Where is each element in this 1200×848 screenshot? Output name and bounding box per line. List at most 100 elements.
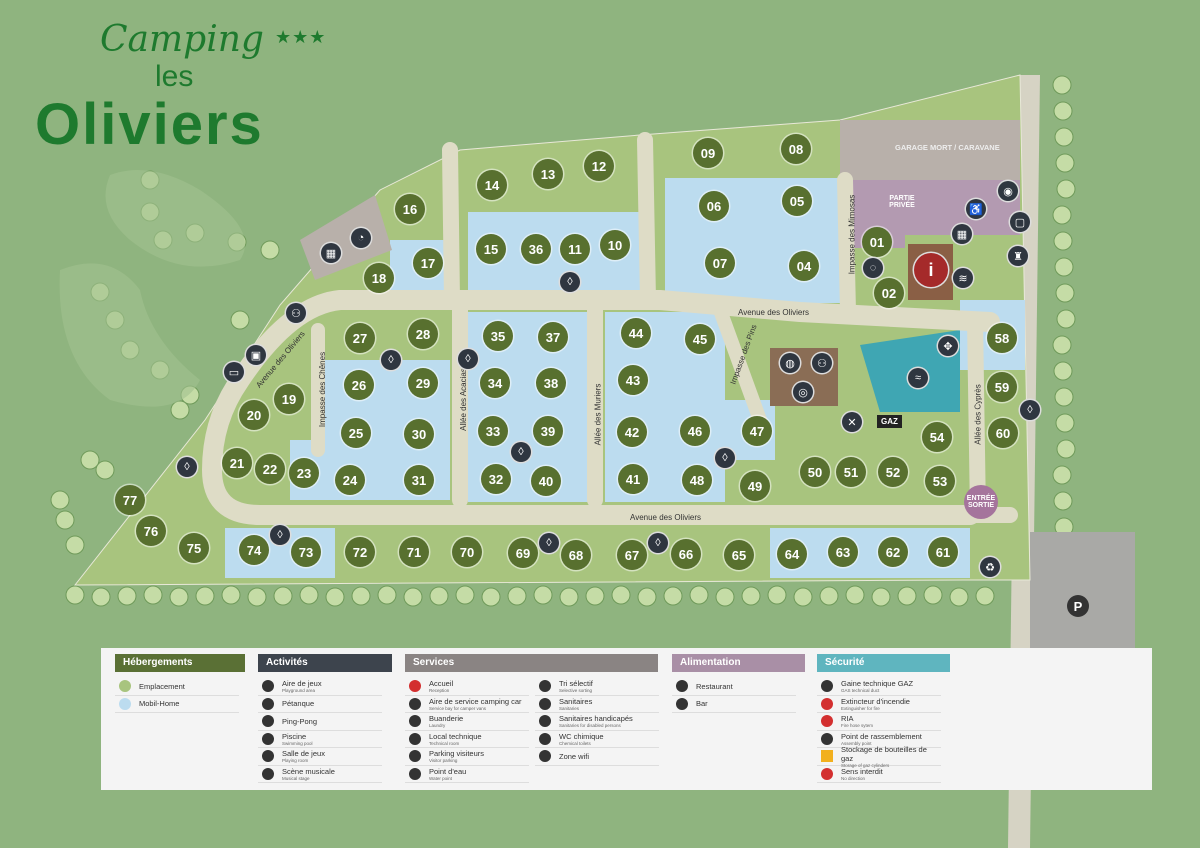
pitch-63[interactable]: 63: [828, 537, 858, 567]
pitch-52[interactable]: 52: [878, 457, 908, 487]
pitch-29[interactable]: 29: [408, 368, 438, 398]
pitch-12[interactable]: 12: [584, 151, 614, 181]
pitch-65[interactable]: 65: [724, 540, 754, 570]
pitch-17[interactable]: 17: [413, 248, 443, 278]
pitch-23[interactable]: 23: [289, 458, 319, 488]
pitch-75[interactable]: 75: [179, 533, 209, 563]
pitch-10[interactable]: 10: [600, 230, 630, 260]
tree: [221, 585, 241, 605]
pitch-61[interactable]: 61: [928, 537, 958, 567]
pitch-01[interactable]: 01: [862, 227, 892, 257]
pitch-35[interactable]: 35: [483, 321, 513, 351]
pitch-22[interactable]: 22: [255, 454, 285, 484]
pitch-11[interactable]: 11: [560, 234, 590, 264]
pitch-41[interactable]: 41: [618, 464, 648, 494]
tree: [377, 585, 397, 605]
pitch-67[interactable]: 67: [617, 540, 647, 570]
pitch-44[interactable]: 44: [621, 318, 651, 348]
legend-item-text: Ping-Pong: [282, 717, 317, 726]
pitch-30[interactable]: 30: [404, 419, 434, 449]
pitch-34[interactable]: 34: [480, 368, 510, 398]
pitch-14[interactable]: 14: [477, 170, 507, 200]
pitch-02[interactable]: 02: [874, 278, 904, 308]
water-drop-icon: ◊: [511, 442, 531, 462]
pitch-15[interactable]: 15: [476, 234, 506, 264]
legend-item-label: Piscine: [282, 731, 307, 741]
pitch-16[interactable]: 16: [395, 194, 425, 224]
legend-item-sublabel: Service bay for camper vans: [429, 705, 487, 711]
pitch-64[interactable]: 64: [777, 539, 807, 569]
parking-icon: [409, 750, 421, 763]
entrance-exit: ENTRÉE SORTIE: [964, 485, 998, 519]
pitch-20[interactable]: 20: [239, 400, 269, 430]
pitch-42[interactable]: 42: [617, 417, 647, 447]
pitch-59[interactable]: 59: [987, 372, 1017, 402]
pitch-06[interactable]: 06: [699, 191, 729, 221]
pitch-66[interactable]: 66: [671, 539, 701, 569]
pitch-05[interactable]: 05: [782, 186, 812, 216]
pitch-45[interactable]: 45: [685, 324, 715, 354]
tree: [507, 586, 527, 606]
pitch-38[interactable]: 38: [536, 368, 566, 398]
pitch-36[interactable]: 36: [521, 234, 551, 264]
pitch-28[interactable]: 28: [408, 319, 438, 349]
pitch-58[interactable]: 58: [987, 323, 1017, 353]
gas-duct-icon: [821, 680, 833, 693]
pitch-13[interactable]: 13: [533, 159, 563, 189]
pitch-32[interactable]: 32: [481, 464, 511, 494]
tree: [1056, 179, 1076, 199]
pitch-72[interactable]: 72: [345, 537, 375, 567]
pitch-51[interactable]: 51: [836, 457, 866, 487]
pitch-60[interactable]: 60: [988, 418, 1018, 448]
pitch-47[interactable]: 47: [742, 416, 772, 446]
pitch-62[interactable]: 62: [878, 537, 908, 567]
pitch-26[interactable]: 26: [344, 370, 374, 400]
pitch-08[interactable]: 08: [781, 134, 811, 164]
pitch-69[interactable]: 69: [508, 538, 538, 568]
pitch-39[interactable]: 39: [533, 416, 563, 446]
legend-item-label: Zone wifi: [559, 751, 590, 761]
road-label-cypres: Allée des Cyprès: [973, 384, 983, 445]
pitch-27[interactable]: 27: [345, 323, 375, 353]
pitch-25[interactable]: 25: [341, 418, 371, 448]
ping-pong-icon: [262, 715, 274, 728]
pitch-33[interactable]: 33: [478, 416, 508, 446]
pitch-50[interactable]: 50: [800, 457, 830, 487]
pitch-40[interactable]: 40: [531, 466, 561, 496]
legend-item-sublabel: Reception: [429, 688, 450, 694]
pitch-74[interactable]: 74: [239, 535, 269, 565]
pitch-73[interactable]: 73: [291, 537, 321, 567]
pitch-04[interactable]: 04: [789, 251, 819, 281]
pitch-53[interactable]: 53: [925, 466, 955, 496]
legend-item-label: WC chimique: [559, 731, 604, 741]
pitch-21[interactable]: 21: [222, 448, 252, 478]
pitch-49[interactable]: 49: [740, 471, 770, 501]
pitch-37[interactable]: 37: [538, 322, 568, 352]
pitch-70[interactable]: 70: [452, 537, 482, 567]
pitch-71[interactable]: 71: [399, 537, 429, 567]
pitch-54[interactable]: 54: [922, 422, 952, 452]
legend-item-text: Bar: [696, 699, 708, 708]
pitch-76[interactable]: 76: [136, 516, 166, 546]
tree: [637, 587, 657, 607]
pitch-18[interactable]: 18: [364, 263, 394, 293]
tree: [975, 586, 995, 606]
pitch-48[interactable]: 48: [682, 465, 712, 495]
pitch-77[interactable]: 77: [115, 485, 145, 515]
legend-item-label: Parking visiteurs: [429, 749, 485, 759]
pitch-46[interactable]: 46: [680, 416, 710, 446]
pitch-19[interactable]: 19: [274, 384, 304, 414]
tree: [1053, 491, 1073, 511]
pitch-68[interactable]: 68: [561, 540, 591, 570]
pitch-43[interactable]: 43: [618, 365, 648, 395]
reception-info-icon[interactable]: i: [914, 253, 948, 287]
pitch-09[interactable]: 09: [693, 138, 723, 168]
pitch-07[interactable]: 07: [705, 248, 735, 278]
tree: [143, 585, 163, 605]
pitch-24[interactable]: 24: [335, 465, 365, 495]
pitch-31[interactable]: 31: [404, 465, 434, 495]
